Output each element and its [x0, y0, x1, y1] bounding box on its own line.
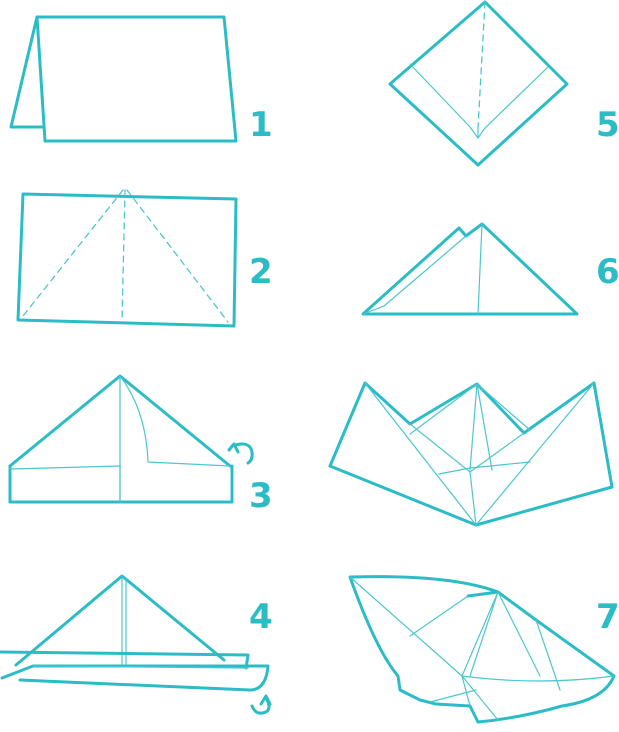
step-6b-figure	[330, 383, 612, 525]
step-7-figure	[350, 577, 614, 722]
step-6b-center-lines	[410, 384, 530, 474]
step-3-left-crease	[10, 466, 120, 469]
step-5-figure	[390, 2, 567, 165]
step-6-figure	[363, 224, 577, 314]
step-number-6: 6	[596, 252, 619, 292]
step-5-diamond	[390, 2, 567, 165]
step-4-center-crease	[122, 576, 126, 664]
step-2-fold-right	[127, 190, 228, 322]
step-2-fold-center	[122, 190, 125, 320]
step-7-sail-lines	[350, 577, 560, 690]
step-6-triangle	[363, 224, 577, 314]
step-1-figure	[11, 17, 236, 141]
step-5-dashed-fold	[478, 2, 485, 128]
step-4-front-brim	[2, 666, 268, 690]
step-7-hull-curve	[430, 676, 614, 720]
step-4-flip-arrow-icon	[252, 698, 269, 713]
step-number-1: 1	[249, 105, 273, 145]
step-6-inner-line	[363, 236, 466, 314]
step-2-fold-left	[23, 190, 123, 316]
step-6-crease	[478, 224, 482, 314]
step-3-brim	[10, 466, 232, 502]
step-number-7: 7	[596, 597, 619, 637]
step-2-sheet	[18, 194, 236, 326]
step-number-5: 5	[596, 105, 619, 145]
step-3-figure	[10, 376, 252, 502]
step-4-figure	[0, 576, 270, 713]
step-number-2: 2	[249, 252, 273, 292]
step-1-front-sheet	[37, 17, 236, 141]
step-7-sail-left	[468, 592, 498, 596]
step-number-3: 3	[249, 476, 273, 516]
step-2-figure	[18, 190, 236, 326]
step-labels: 1 2 3 4 5 6 7	[249, 105, 619, 637]
step-6b-middle-folds	[410, 424, 524, 525]
step-6b-inner-right	[476, 383, 594, 525]
step-number-4: 4	[249, 597, 273, 637]
